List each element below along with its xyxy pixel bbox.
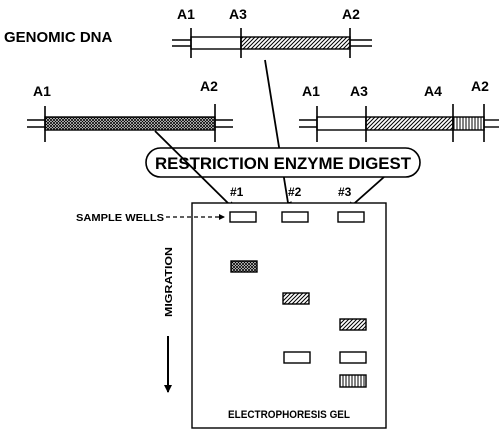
digest-label: RESTRICTION ENZYME DIGEST bbox=[155, 154, 412, 173]
band-lane3-plain bbox=[339, 351, 367, 364]
sample-wells-label: SAMPLE WELLS bbox=[76, 213, 164, 224]
band-lane1-crosshatched bbox=[230, 260, 258, 273]
genomic-label-a1: A1 bbox=[177, 6, 195, 22]
well-lane-2 bbox=[281, 211, 309, 223]
allele-left-map: A1 A2 bbox=[27, 78, 233, 142]
left-label-a1: A1 bbox=[33, 83, 51, 99]
lane-label-3: #3 bbox=[338, 185, 352, 199]
genomic-label-a3: A3 bbox=[229, 6, 247, 22]
well-lane-3 bbox=[337, 211, 365, 223]
genomic-dna-map: A1 A3 A2 bbox=[172, 6, 372, 58]
right-segment-hatched bbox=[365, 116, 454, 131]
band-lane3-hatched bbox=[339, 318, 367, 331]
genomic-segment-hatched bbox=[240, 36, 351, 50]
band-lane2-plain bbox=[283, 351, 311, 364]
digest-capsule bbox=[145, 147, 421, 178]
band-lane3-striped bbox=[339, 374, 367, 388]
electrophoresis-gel bbox=[191, 202, 387, 429]
right-label-a1: A1 bbox=[302, 83, 320, 99]
right-label-a3: A3 bbox=[350, 83, 368, 99]
right-label-a2: A2 bbox=[471, 78, 489, 94]
genomic-label-a2: A2 bbox=[342, 6, 360, 22]
left-label-a2: A2 bbox=[200, 78, 218, 94]
left-to-lane1-arrow bbox=[154, 130, 235, 210]
genomic-dna-title: GENOMIC DNA bbox=[4, 29, 113, 46]
migration-label: MIGRATION bbox=[164, 247, 175, 317]
gel-label: ELECTROPHORESIS GEL bbox=[228, 409, 350, 421]
well-lane-1 bbox=[229, 211, 257, 223]
genomic-to-lane2-arrow bbox=[264, 59, 292, 210]
genomic-segment-plain bbox=[190, 36, 242, 50]
right-segment-plain bbox=[316, 116, 367, 131]
lane-label-1: #1 bbox=[230, 185, 244, 199]
right-segment-striped bbox=[452, 116, 485, 131]
right-label-a4: A4 bbox=[424, 83, 442, 99]
left-segment-crosshatched bbox=[44, 116, 216, 131]
lane-label-2: #2 bbox=[288, 185, 302, 199]
allele-right-map: A1 A3 A4 A2 bbox=[299, 78, 499, 142]
band-lane2-hatched bbox=[282, 292, 310, 305]
